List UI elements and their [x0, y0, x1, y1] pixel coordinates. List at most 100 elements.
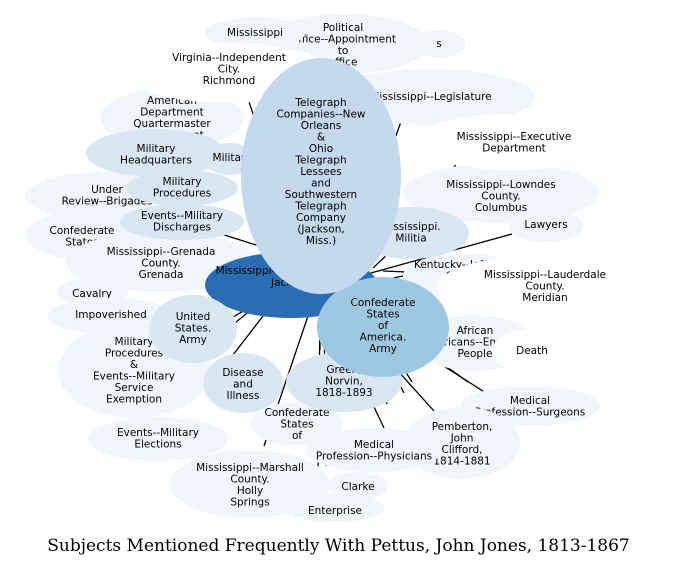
diagram-canvas: PoliticalOffice--AppointmenttoofficeMiss…: [25, 14, 653, 522]
node-clarke: Clarke: [328, 472, 388, 500]
node-military-procedures-1-shape: [126, 170, 238, 206]
node-telegraph-label: Orleans: [301, 120, 342, 132]
diagram-caption: Subjects Mentioned Frequently With Pettu…: [47, 536, 630, 556]
node-political-office-label: Office--Appointment: [290, 34, 396, 46]
node-lauderdale-label: Mississippi--Lauderdale: [484, 269, 606, 281]
node-confederate-bottom-label: of: [292, 430, 302, 442]
node-grenada-label: County.: [141, 258, 180, 270]
node-lauderdale-shape: [437, 255, 653, 319]
node-executive-shape: [412, 114, 616, 170]
node-disease-label: Disease: [222, 367, 263, 379]
node-military-procedures-2-label: Exemption: [106, 394, 162, 406]
node-legislature-label: Mississippi--Legislature: [370, 91, 491, 103]
node-s-top: s: [413, 30, 465, 58]
node-military-head-label: Military: [137, 143, 176, 155]
node-executive-label: Department: [482, 143, 546, 155]
node-military-discharges-label: Discharges: [153, 222, 211, 234]
node-political-office-label: to: [338, 45, 349, 57]
node-medical-physicians-label: Profession--Physicians: [316, 451, 432, 463]
node-marshall-label: County.: [230, 474, 269, 486]
node-american-dept-label: Quartermaster: [133, 118, 211, 130]
node-telegraph-label: Company: [296, 212, 346, 224]
node-military-elections-label: Events--Military: [117, 427, 199, 439]
node-confederate-army-label: States: [366, 309, 399, 321]
node-pemberton-label: John: [450, 433, 474, 445]
node-military-head-shape: [86, 129, 226, 177]
node-mississippi-militia-label: Mississippi.: [381, 221, 440, 233]
node-telegraph-label: Telegraph: [294, 97, 346, 109]
node-military-procedures-2-label: &: [130, 359, 138, 371]
node-lawyers-label: Lawyers: [524, 219, 567, 231]
node-lowndes-label: County.: [481, 191, 520, 203]
node-african-americans-label: People: [458, 348, 493, 360]
node-lauderdale-label: Meridian: [522, 292, 567, 304]
node-confederate-army-label: Confederate: [350, 297, 415, 309]
node-under-review-label: Review--Brigades: [62, 196, 153, 208]
node-mississippi-top-label: Mississippi: [227, 27, 283, 39]
node-death-label: Death: [516, 345, 548, 357]
node-american-dept-label: Department: [140, 107, 204, 119]
node-military-procedures-2-label: Events--Military: [93, 371, 175, 383]
node-confederate-army-label: of: [378, 320, 388, 332]
node-clarke-shape: [328, 472, 388, 500]
node-death: Death: [492, 329, 572, 373]
node-military-elections-label: Elections: [134, 439, 181, 451]
node-telegraph-label: &: [317, 132, 325, 144]
node-military-procedures-1-label: Procedures: [153, 188, 211, 200]
node-pemberton-label: Pemberton,: [432, 421, 493, 433]
node-green-norvin-label: 1818-1893: [315, 387, 372, 399]
node-telegraph: TelegraphCompanies--NewOrleans&OhioTeleg…: [241, 58, 401, 294]
node-medical-surgeons-label: Medical: [510, 395, 550, 407]
node-grenada-label: Grenada: [139, 269, 184, 281]
node-telegraph-label: Lessees: [300, 166, 341, 178]
node-marshall-label: Holly: [237, 485, 263, 497]
node-confederate-bottom-label: Confederate: [264, 407, 329, 419]
node-disease-shape: [203, 353, 283, 413]
node-cavalry-label: Cavalry: [72, 288, 112, 300]
node-pemberton-shape: [404, 407, 520, 479]
node-military-discharges-label: Events--Military: [141, 210, 223, 222]
node-us-army-label: States.: [175, 323, 212, 335]
node-telegraph-label: Telegraph: [294, 201, 346, 213]
node-military-procedures-2-label: Procedures: [105, 348, 163, 360]
node-enterprise-label: Enterprise: [308, 505, 362, 517]
node-lauderdale-label: County.: [525, 281, 564, 293]
node-impoverished-label: Impoverished: [75, 309, 147, 321]
node-us-army-shape: [149, 295, 237, 363]
node-medical-physicians-label: Medical: [354, 439, 394, 451]
node-telegraph-label: Telegraph: [294, 155, 346, 167]
node-virginia-label: City.: [218, 64, 240, 76]
node-lawyers: Lawyers: [508, 210, 584, 242]
node-lowndes-label: Columbus: [475, 202, 527, 214]
node-military-elections-shape: [88, 417, 228, 461]
node-s-top-label: s: [436, 38, 441, 50]
node-telegraph-shape: [241, 58, 401, 294]
node-medical-surgeons-label: Profession--Surgeons: [475, 407, 585, 419]
node-marshall-shape: [170, 450, 330, 518]
node-marshall-label: Mississippi--Marshall: [196, 462, 304, 474]
node-clarke-label: Clarke: [341, 481, 374, 493]
node-confederate-army-shape: [317, 277, 449, 377]
node-under-review-label: Under: [91, 184, 123, 196]
node-virginia-label: Richmond: [203, 75, 256, 87]
node-us-army-label: Army: [179, 334, 207, 346]
node-political-office-label: Political: [323, 22, 363, 34]
node-layer: PoliticalOffice--AppointmenttoofficeMiss…: [25, 14, 653, 522]
node-grenada-label: Mississippi--Grenada: [107, 246, 216, 258]
node-enterprise-shape: [285, 494, 385, 522]
node-mississippi-top-shape: [205, 17, 305, 49]
node-virginia-label: Virginia--Independent: [172, 52, 286, 64]
node-medical-physicians-shape: [306, 428, 442, 472]
